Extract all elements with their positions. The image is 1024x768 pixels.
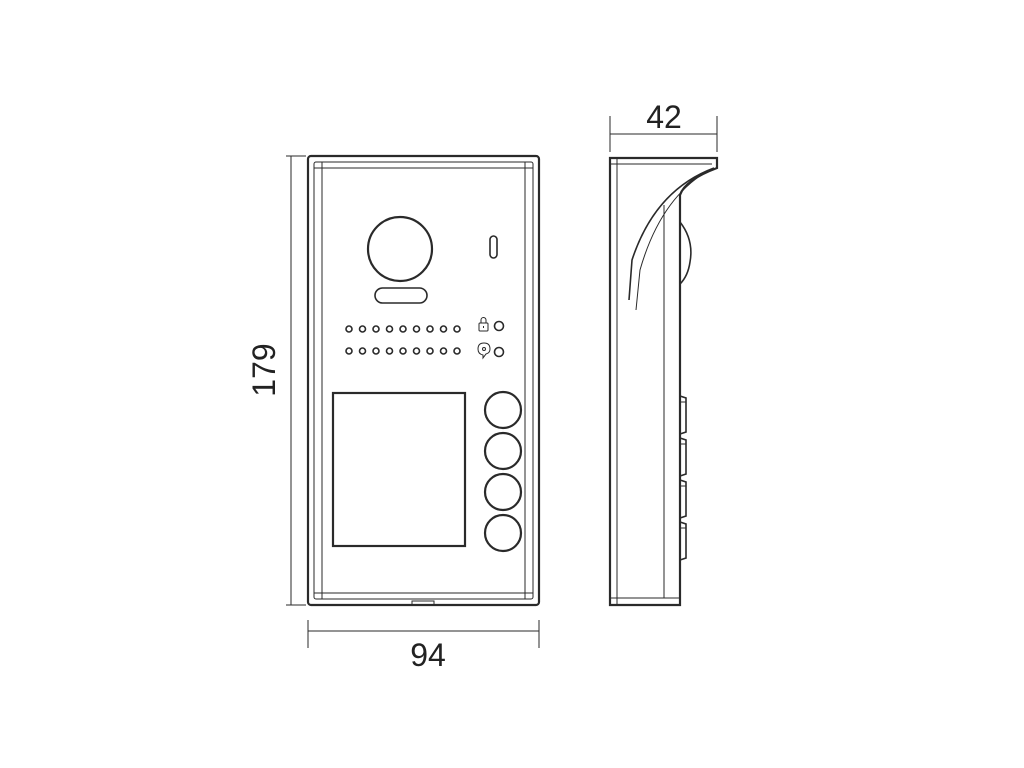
call-button[interactable]: [483, 472, 523, 512]
front-panel-outline: [306, 154, 541, 607]
speaker-hole: [399, 347, 407, 355]
speaker-hole: [426, 347, 434, 355]
width-dimension: 94: [307, 620, 540, 673]
speaker-hole: [345, 325, 353, 333]
speaker-hole: [439, 325, 448, 333]
call-buttons: [483, 390, 523, 553]
speaker-hole: [385, 347, 394, 355]
side-button-profile: [679, 521, 687, 561]
side-button-profile: [679, 479, 687, 519]
speaker-hole: [412, 325, 421, 333]
speaker-hole: [412, 347, 421, 355]
width-label: 94: [410, 637, 446, 673]
speaker-hole: [453, 325, 461, 333]
speaker-hole: [372, 325, 380, 333]
talk-led: [493, 346, 505, 358]
side-button-profile: [679, 395, 687, 435]
side-camera-bump: [679, 221, 692, 285]
depth-dimension: 42: [609, 99, 718, 152]
lock-indicator: [478, 317, 505, 332]
side-body-outline: [608, 156, 719, 607]
bottom-notch: [411, 600, 435, 606]
front-panel-bevel: [313, 161, 534, 600]
speaker-hole: [345, 347, 353, 355]
side-button-profile: [679, 437, 687, 477]
call-button[interactable]: [483, 390, 523, 430]
speaker-hole: [358, 325, 367, 333]
height-dimension: 179: [246, 155, 306, 606]
speaker-hole: [426, 325, 434, 333]
side-buttons: [679, 395, 687, 561]
call-button[interactable]: [483, 431, 523, 471]
talk-indicator: [477, 342, 505, 360]
light-slot: [374, 287, 428, 304]
speaker-hole: [372, 347, 380, 355]
name-card-window: [331, 391, 467, 548]
lock-icon: [478, 317, 489, 332]
camera-lens: [366, 215, 434, 283]
microphone-slot: [489, 235, 498, 259]
call-button[interactable]: [483, 513, 523, 553]
speaker-hole: [399, 325, 407, 333]
side-curved-face: [628, 167, 715, 301]
height-label: 179: [246, 343, 282, 396]
speaker-hole: [439, 347, 448, 355]
speaker-hole: [358, 347, 367, 355]
depth-label: 42: [646, 99, 682, 135]
speaker-grille: [345, 325, 461, 355]
lock-led: [493, 320, 505, 332]
speaker-hole: [385, 325, 394, 333]
front-view: [306, 154, 541, 607]
speaker-hole: [453, 347, 461, 355]
side-view: [608, 156, 719, 607]
talk-icon: [477, 342, 491, 360]
